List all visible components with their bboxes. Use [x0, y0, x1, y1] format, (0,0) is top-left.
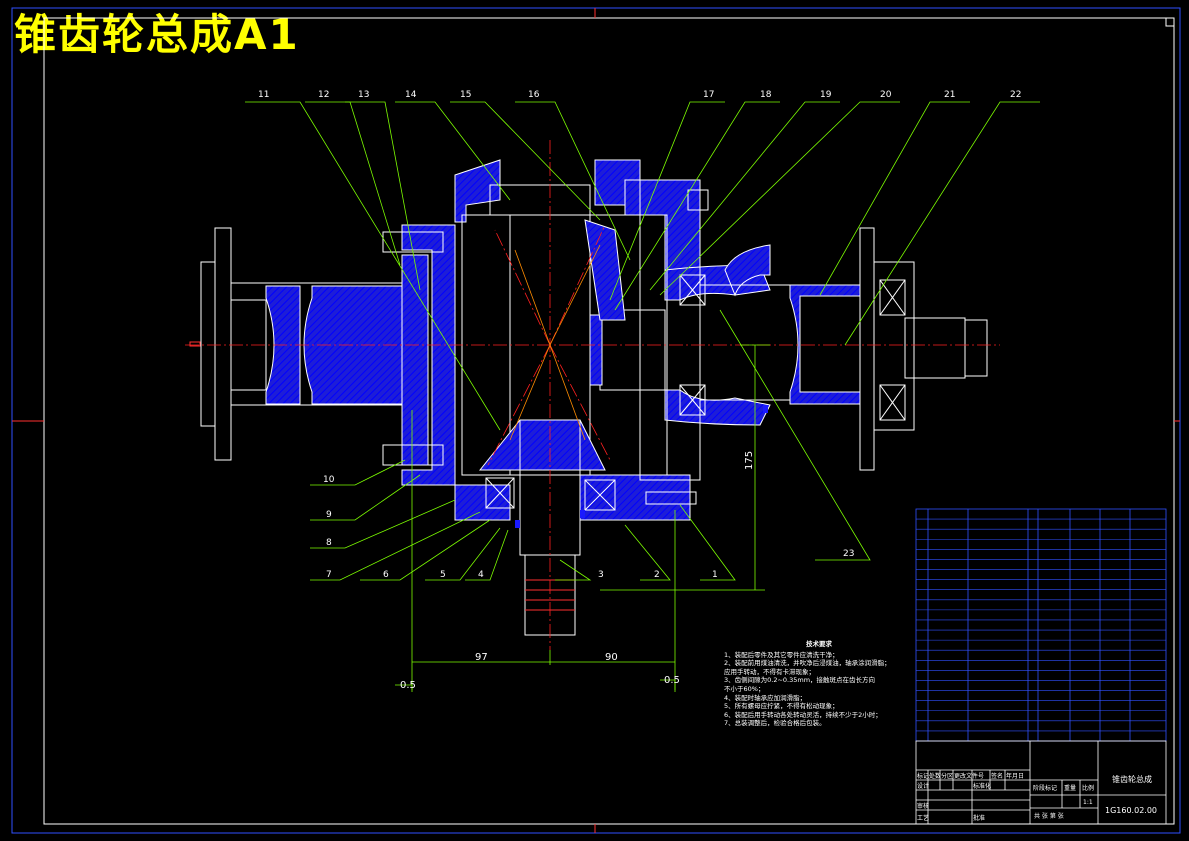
- callout-18: 18: [760, 90, 772, 100]
- dim-height: 175: [744, 451, 755, 470]
- parts-rows: [916, 518, 1166, 732]
- notes-line: 5、所有螺母应拧紧，不得有松动现象；: [724, 702, 839, 711]
- svg-text:1:1: 1:1: [1083, 799, 1093, 806]
- inner-frame: [43, 17, 1175, 825]
- svg-text:重量: 重量: [1064, 784, 1076, 792]
- callout-1: 1: [712, 570, 718, 580]
- callout-13: 13: [358, 90, 369, 100]
- svg-text:处数: 处数: [929, 772, 941, 780]
- bevel-gears: [478, 219, 626, 636]
- parts-list: [915, 508, 1167, 742]
- svg-text:批准: 批准: [973, 814, 985, 822]
- callout-17: 17: [703, 90, 714, 100]
- svg-text:设计: 设计: [917, 782, 929, 790]
- dim-tol-left: 0.5: [400, 680, 416, 691]
- notes-line: 不小于60%；: [724, 684, 765, 693]
- callout-5: 5: [440, 570, 446, 580]
- callout-10: 10: [323, 475, 335, 485]
- callouts-left: 10 9 8 7: [323, 475, 335, 580]
- svg-text:年月日: 年月日: [1006, 772, 1024, 780]
- notes-line: 6、装配后用手转动各处转动灵活，持续不少于2小时；: [724, 710, 882, 719]
- bearings: [485, 274, 906, 511]
- callouts-bottom: 6 5 4 3 2 1 23: [383, 549, 854, 580]
- dim-right-width: 90: [605, 652, 618, 663]
- notes-line: 1、装配后零件及其它零件应清洗干净；: [724, 650, 839, 659]
- leader-lines: [245, 101, 1040, 581]
- callout-12: 12: [318, 90, 329, 100]
- svg-text:审核: 审核: [917, 802, 929, 810]
- drawing-name: 锥齿轮总成: [1112, 774, 1152, 784]
- title-block: [915, 740, 1167, 825]
- svg-text:比例: 比例: [1082, 784, 1094, 792]
- output-shaft: [589, 284, 861, 405]
- callout-22: 22: [1010, 90, 1021, 100]
- callout-2: 2: [654, 570, 660, 580]
- housing: [401, 159, 771, 521]
- svg-text:标记: 标记: [917, 772, 929, 780]
- callout-3: 3: [598, 570, 604, 580]
- dim-tol-right: 0.5: [664, 675, 680, 686]
- callout-23: 23: [843, 549, 854, 559]
- callout-16: 16: [528, 90, 540, 100]
- dimension-lines: [395, 344, 770, 692]
- callout-7: 7: [326, 570, 332, 580]
- svg-text:阶段标记: 阶段标记: [1033, 784, 1057, 792]
- technical-notes: 技术要求 1、装配后零件及其它零件应清洗干净； 2、装配前用煤油清洗，并吹净后浸…: [724, 640, 914, 728]
- drawing-number: 1G160.02.00: [1105, 806, 1157, 815]
- svg-text:更改文件号: 更改文件号: [954, 772, 984, 780]
- svg-text:标准化: 标准化: [973, 782, 991, 790]
- callout-19: 19: [820, 90, 832, 100]
- notes-line: 2、装配前用煤油清洗，并吹净后浸煤油，轴承涂润滑脂；: [724, 659, 891, 668]
- notes-line: 3、齿侧间隙为0.2~0.35mm，接触斑点在齿长方向: [724, 676, 876, 685]
- dim-left-width: 97: [475, 652, 488, 663]
- callout-9: 9: [326, 510, 332, 520]
- callout-21: 21: [944, 90, 955, 100]
- callout-4: 4: [478, 570, 484, 580]
- callout-14: 14: [405, 90, 417, 100]
- notes-line: 4、装配时轴承应加润滑脂；: [724, 693, 807, 702]
- callout-11: 11: [258, 90, 269, 100]
- svg-text:分区: 分区: [941, 772, 953, 780]
- svg-text:共 张 第 张: 共 张 第 张: [1034, 812, 1064, 820]
- notes-line: 7、总装调整后，检验合格后包装。: [724, 719, 826, 728]
- title-block-text: 标记 处数 分区 更改文件号 签名 年月日 设计 标准化 审核 工艺 批准 阶段…: [917, 772, 1157, 822]
- callout-15: 15: [460, 90, 471, 100]
- outer-frame: [11, 7, 1181, 834]
- callout-8: 8: [326, 538, 332, 548]
- callouts-top: 11 12 13 14 15 16 17 18 19 20 21 22: [258, 90, 1021, 100]
- notes-line: 应用手转动，不得有卡滞现象；: [724, 667, 815, 676]
- callout-20: 20: [880, 90, 892, 100]
- center-lines: [185, 140, 1000, 650]
- svg-text:工艺: 工艺: [917, 814, 929, 822]
- svg-text:签名: 签名: [991, 772, 1003, 780]
- drawing-title: 锥齿轮总成A1: [14, 10, 300, 59]
- notes-heading: 技术要求: [806, 640, 832, 648]
- callout-6: 6: [383, 570, 389, 580]
